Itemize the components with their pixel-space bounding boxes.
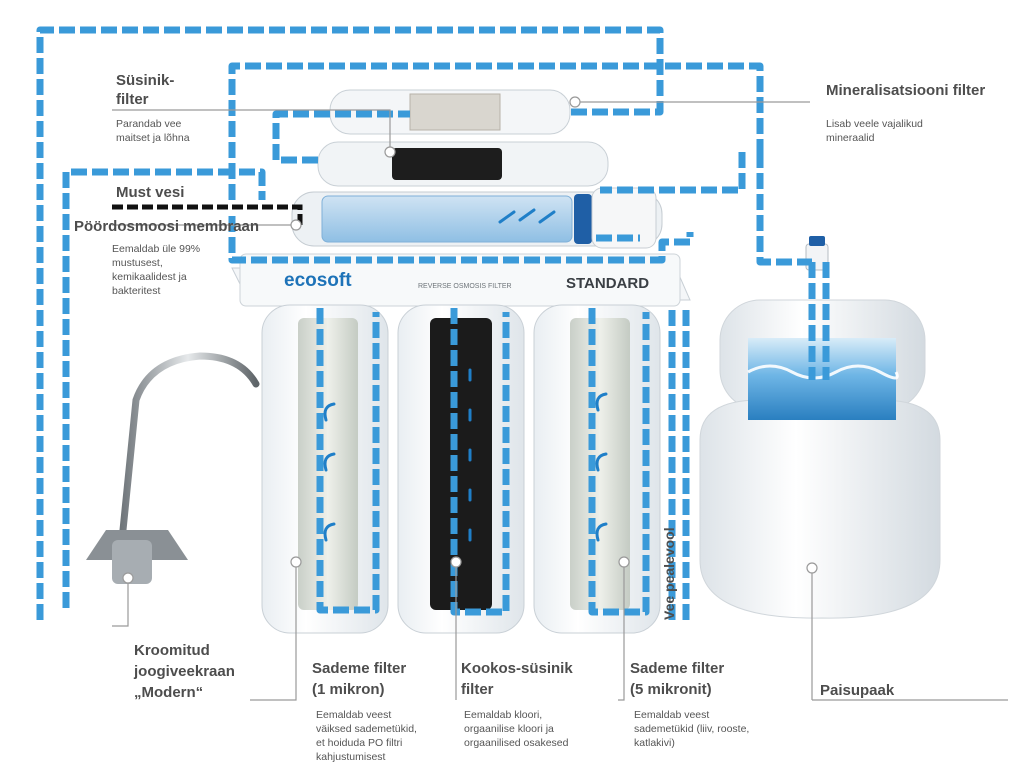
tank-water-window [748,338,896,420]
carbon-filter-title-1: Süsinik- [116,72,175,89]
faucet-title-2: joogiveekraan [134,663,235,680]
membrane-desc-1: Eemaldab üle 99% [112,243,201,255]
faucet-title-1: Kroomitud [134,642,210,659]
carbon-filter-desc-2: maitset ja lõhna [116,132,190,144]
sediment-5-title-2: (5 mikronit) [630,681,712,698]
membrane-desc-2: mustusest, [112,257,163,269]
coconut-title-2: filter [461,681,494,698]
flow-arrows [323,208,608,542]
sediment-1-desc-2: väiksed sademetükid, [316,723,417,735]
dirty-water-pipe [112,204,303,226]
sediment-5-desc-1: Eemaldab veest [634,709,710,721]
leader-dots [122,96,818,584]
pressure-tank [699,236,941,619]
carbon-filter-title-2: filter [116,91,149,108]
manifold-head [231,253,691,307]
sediment-1-desc-3: et hoiduda PO filtri [316,737,403,749]
sediment-cartridge-5 [570,318,630,610]
mineral-filter-desc-1: Lisab veele vajalikud [826,118,923,130]
membrane-desc-3: kemikaalidest ja [112,271,187,283]
brand-subtitle: REVERSE OSMOSIS FILTER [418,283,512,290]
brand-logo: ecosoft [284,270,352,291]
coconut-desc-1: Eemaldab kloori, [464,709,543,721]
coconut-desc-2: orgaanilise kloori ja [464,723,554,735]
sediment-1-desc-1: Eemaldab veest [316,709,392,721]
sediment-5-title-1: Sademe filter [630,660,725,677]
overflow-label: Vee pealevool [661,527,677,620]
sump-housings [261,304,661,634]
coconut-carbon-cartridge [430,318,492,610]
carbon-filter-desc-1: Parandab vee [116,118,182,130]
coconut-title-1: Kookos-süsinik [461,660,573,677]
leader-lines [112,101,1008,701]
mineral-filter-title: Mineralisatsiooni filter [826,82,986,99]
coconut-desc-3: orgaanilised osakesed [464,737,569,749]
sediment-1-title-1: Sademe filter [312,660,407,677]
faucet-title-3: „Modern“ [134,684,204,701]
brand-model: STANDARD [566,275,649,292]
membrane-desc-4: bakteritest [112,285,161,297]
sediment-cartridge-1 [298,318,358,610]
sediment-1-desc-4: kahjustumisest [316,751,386,763]
mineral-filter-desc-2: mineraalid [826,132,875,144]
water-flow-pipes [36,26,830,620]
pressure-tank-title: Paisupaak [820,682,895,699]
sediment-5-desc-2: sademetükid (liiv, rooste, [634,723,750,735]
sediment-1-title-2: (1 mikron) [312,681,385,698]
sediment-5-desc-3: katlakivi) [634,737,675,749]
membrane-title: Pöördosmoosi membraan [74,218,260,235]
dirty-water-label: Must vesi [116,184,185,201]
chrome-faucet [86,352,260,584]
